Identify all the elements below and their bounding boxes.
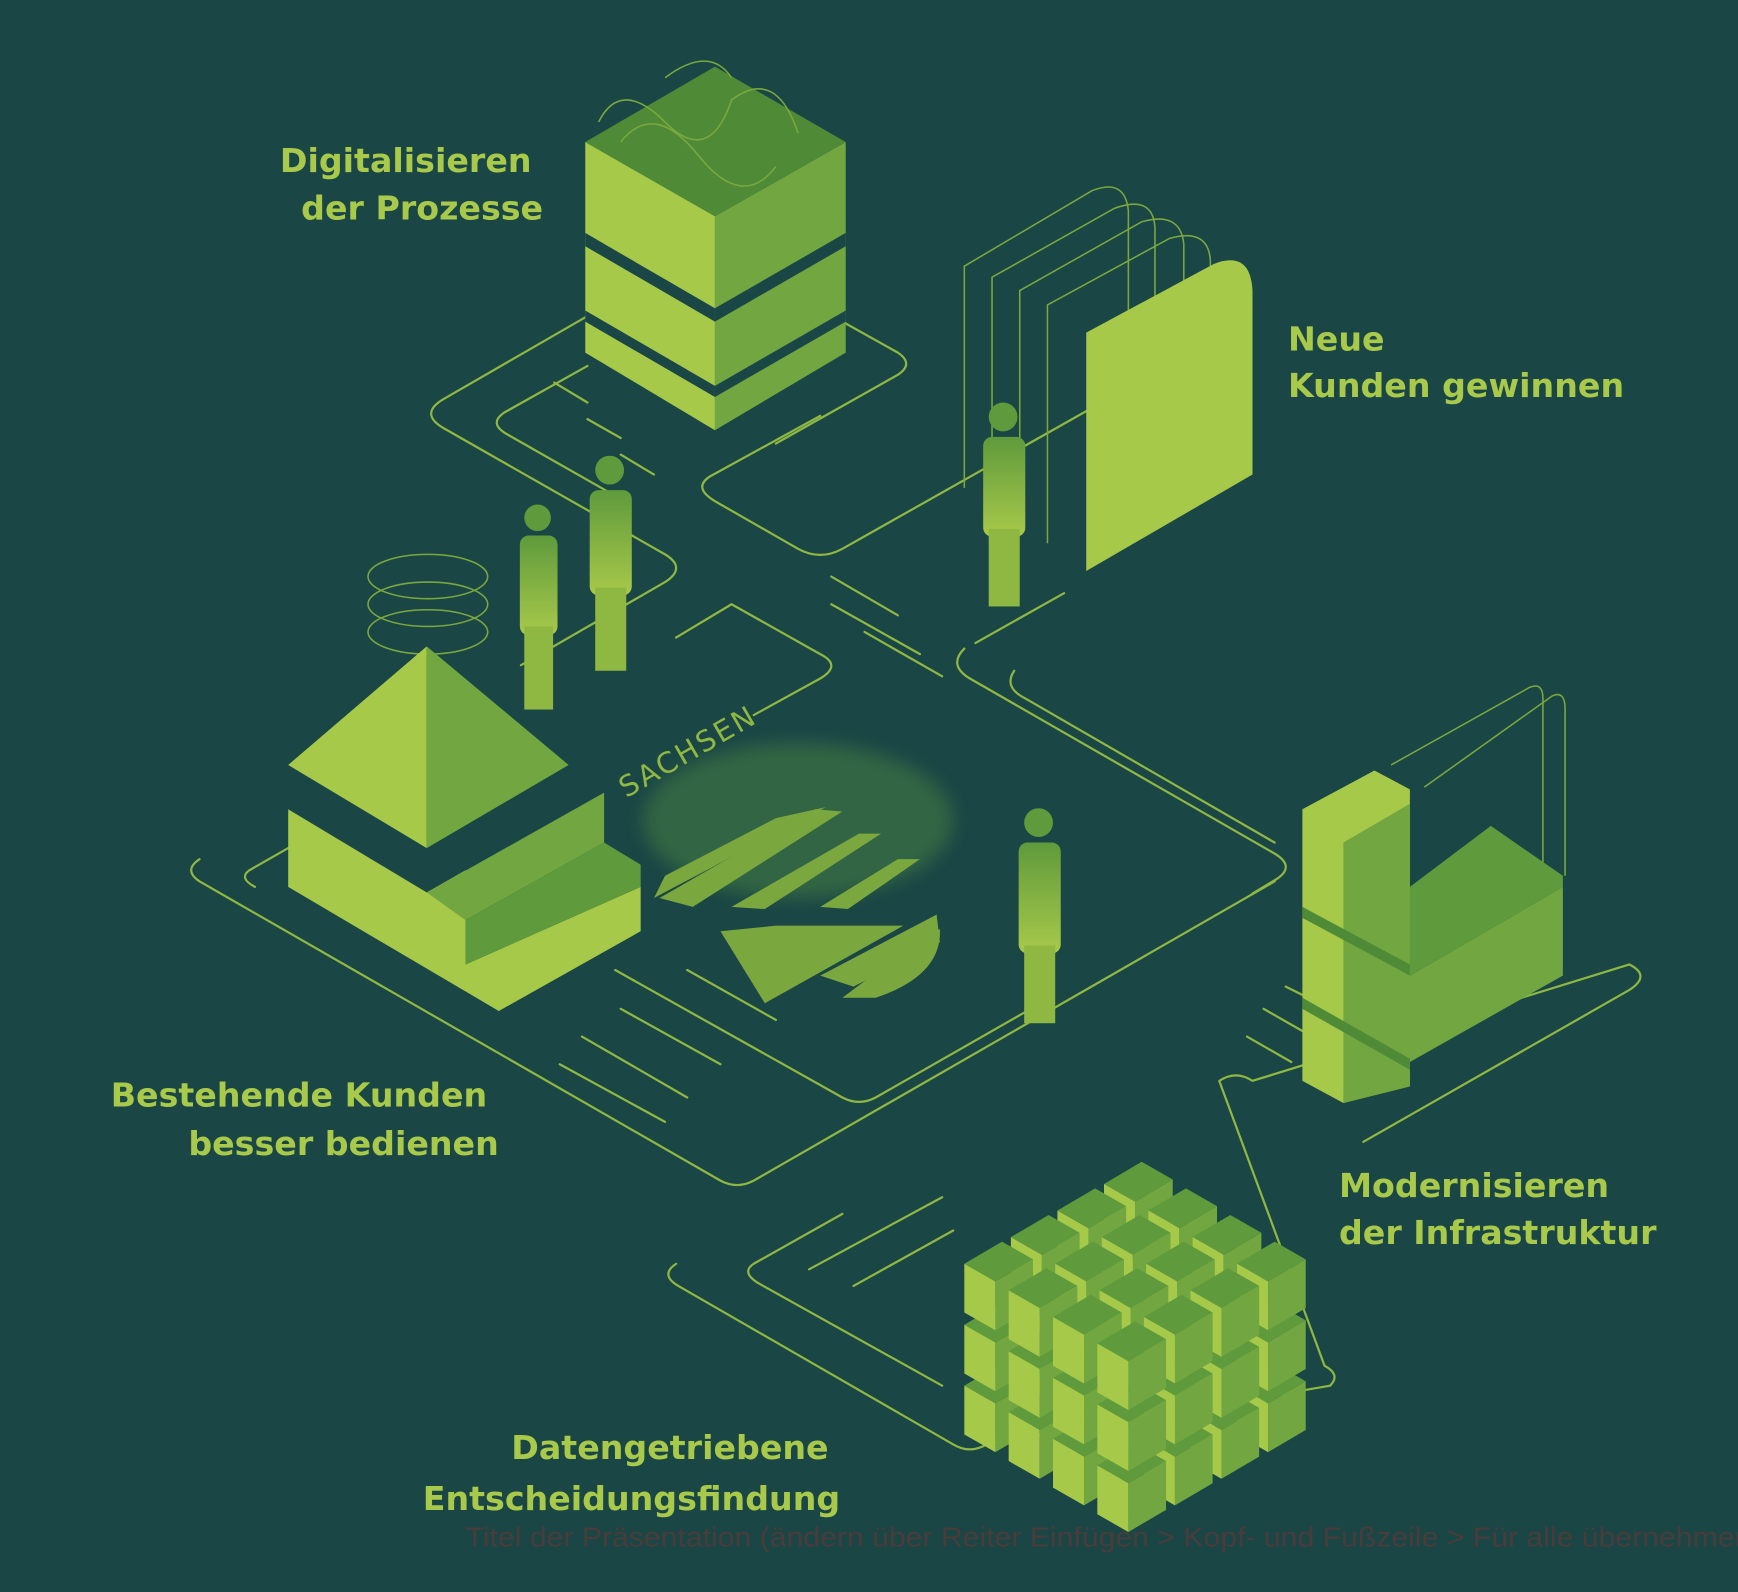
data-cube-face: [964, 1324, 996, 1392]
door-panels-graphic: [963, 186, 1253, 571]
sachsen-logo: SACHSEN: [613, 698, 954, 1004]
data-cube-face: [1190, 1268, 1260, 1309]
data-cube-face: [1128, 1400, 1167, 1472]
data-cube-face: [1008, 1268, 1078, 1309]
person-3: [983, 402, 1026, 607]
person-1: [519, 504, 558, 710]
data-cube-face: [1097, 1343, 1129, 1411]
people-graphic: [519, 402, 1061, 1024]
data-cube-face: [1268, 1381, 1306, 1453]
data-cube-face: [1052, 1438, 1085, 1506]
data-cube-face: [1146, 1241, 1215, 1282]
data-cubes-graphic: [964, 1161, 1306, 1532]
data-cube-face: [1008, 1351, 1040, 1418]
data-cube-face: [1097, 1321, 1167, 1362]
person-2: [589, 455, 632, 671]
data-cube-face: [1221, 1407, 1260, 1479]
person-4: [1018, 808, 1061, 1024]
data-cube-face: [1097, 1404, 1129, 1472]
data-cube-face: [1268, 1320, 1306, 1392]
data-cube-face: [964, 1241, 1034, 1282]
data-cube-face: [1097, 1465, 1129, 1532]
footer-text: Titel der Präsentation (ändern über Reit…: [466, 1521, 1738, 1552]
pyramid-graphic: [288, 553, 641, 1012]
data-cube-face: [1174, 1373, 1213, 1445]
data-cube-face: [1236, 1241, 1306, 1282]
label-existing-customers: Bestehende Kunden besser bedienen: [111, 1075, 499, 1163]
data-cube-face: [1221, 1285, 1260, 1357]
data-cube-face: [964, 1263, 996, 1331]
data-cube-face: [1055, 1241, 1124, 1282]
data-cube-face: [1101, 1214, 1171, 1255]
data-cube-face: [1099, 1268, 1169, 1309]
data-cube-face: [1052, 1377, 1085, 1445]
data-cube-face: [1143, 1294, 1213, 1335]
data-cube-face: [1268, 1259, 1306, 1331]
data-cube-face: [1148, 1188, 1218, 1229]
label-modernize: Modernisieren der Infrastruktur: [1339, 1166, 1657, 1252]
data-cube-face: [1192, 1214, 1262, 1255]
data-cube-face: [1057, 1188, 1127, 1229]
data-cube-face: [964, 1385, 996, 1453]
data-cube-face: [1103, 1161, 1173, 1202]
data-cube-face: [1008, 1412, 1040, 1479]
infrastructure-blocks-graphic: [1302, 685, 1566, 1104]
data-cube-face: [1221, 1346, 1260, 1418]
label-data-driven: Datengetriebene Entscheidungsfindung: [423, 1428, 840, 1518]
data-cube-face: [1174, 1312, 1213, 1384]
data-cube-face: [1128, 1461, 1167, 1532]
label-digitalize: Digitalisieren der Prozesse: [280, 141, 543, 228]
data-cube-face: [1008, 1290, 1040, 1357]
data-cube-face: [1174, 1434, 1213, 1506]
label-new-customers: Neue Kunden gewinnen: [1288, 319, 1624, 405]
data-cube-face: [1052, 1294, 1122, 1335]
data-cube-face: [1010, 1214, 1080, 1255]
data-cube-face: [1128, 1339, 1167, 1411]
road-lines: [190, 314, 1642, 1451]
data-cube-face: [1052, 1316, 1085, 1384]
process-cube-graphic: [585, 60, 846, 431]
